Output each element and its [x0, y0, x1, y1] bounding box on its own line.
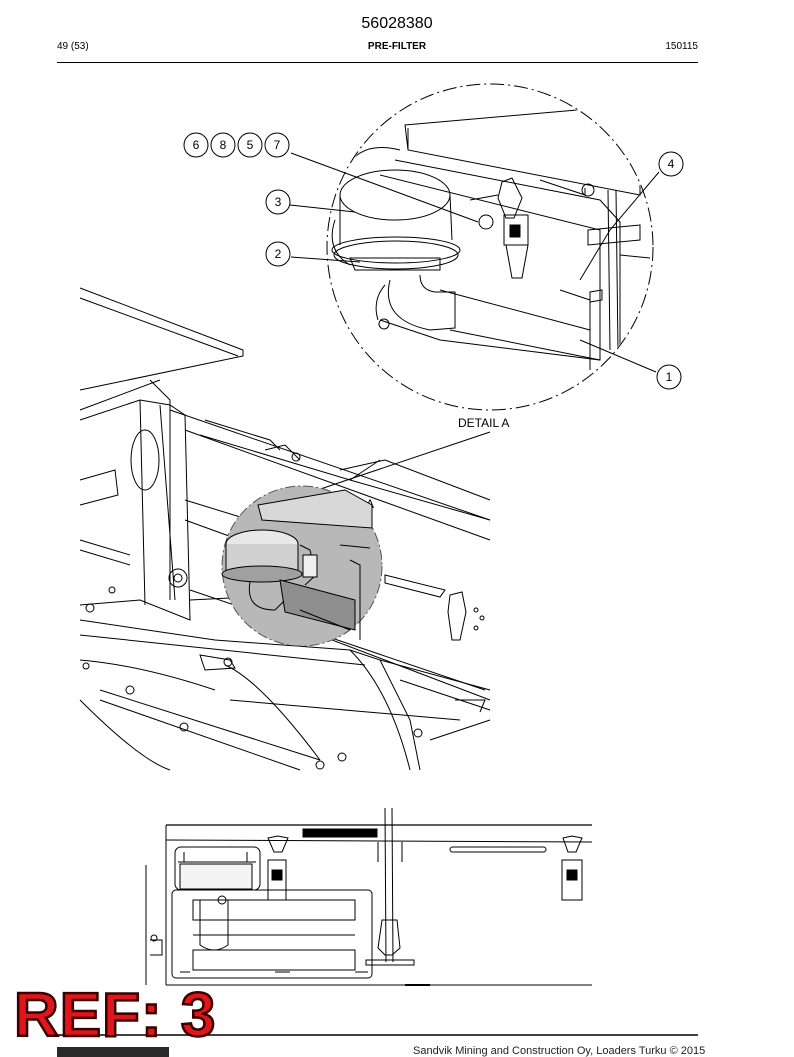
main-isometric-view — [79, 287, 491, 771]
callout-6: 6 — [193, 138, 200, 152]
callout-1: 1 — [666, 370, 673, 384]
callout-8: 8 — [220, 138, 227, 152]
elevation-view — [145, 807, 593, 986]
ref-stamp: REF: 3 — [13, 981, 217, 1050]
detail-a-view — [289, 83, 660, 411]
document-number: 56028380 — [361, 15, 433, 32]
callout-7: 7 — [274, 138, 281, 152]
callout-balloons — [183, 132, 684, 390]
page-title: PRE-FILTER — [367, 41, 427, 52]
callout-3: 3 — [275, 195, 282, 209]
footer-copyright: Sandvik Mining and Construction Oy, Load… — [413, 1045, 706, 1057]
date-code: 150115 — [665, 41, 698, 52]
detail-caption: DETAIL A — [458, 416, 509, 430]
company-logo — [57, 1047, 169, 1057]
callout-5: 5 — [247, 138, 254, 152]
callout-4: 4 — [668, 157, 675, 171]
header-rule — [57, 62, 698, 63]
page-reference: 49 (53) — [57, 41, 89, 52]
section-circle-a — [221, 485, 383, 647]
callout-2: 2 — [275, 247, 282, 261]
